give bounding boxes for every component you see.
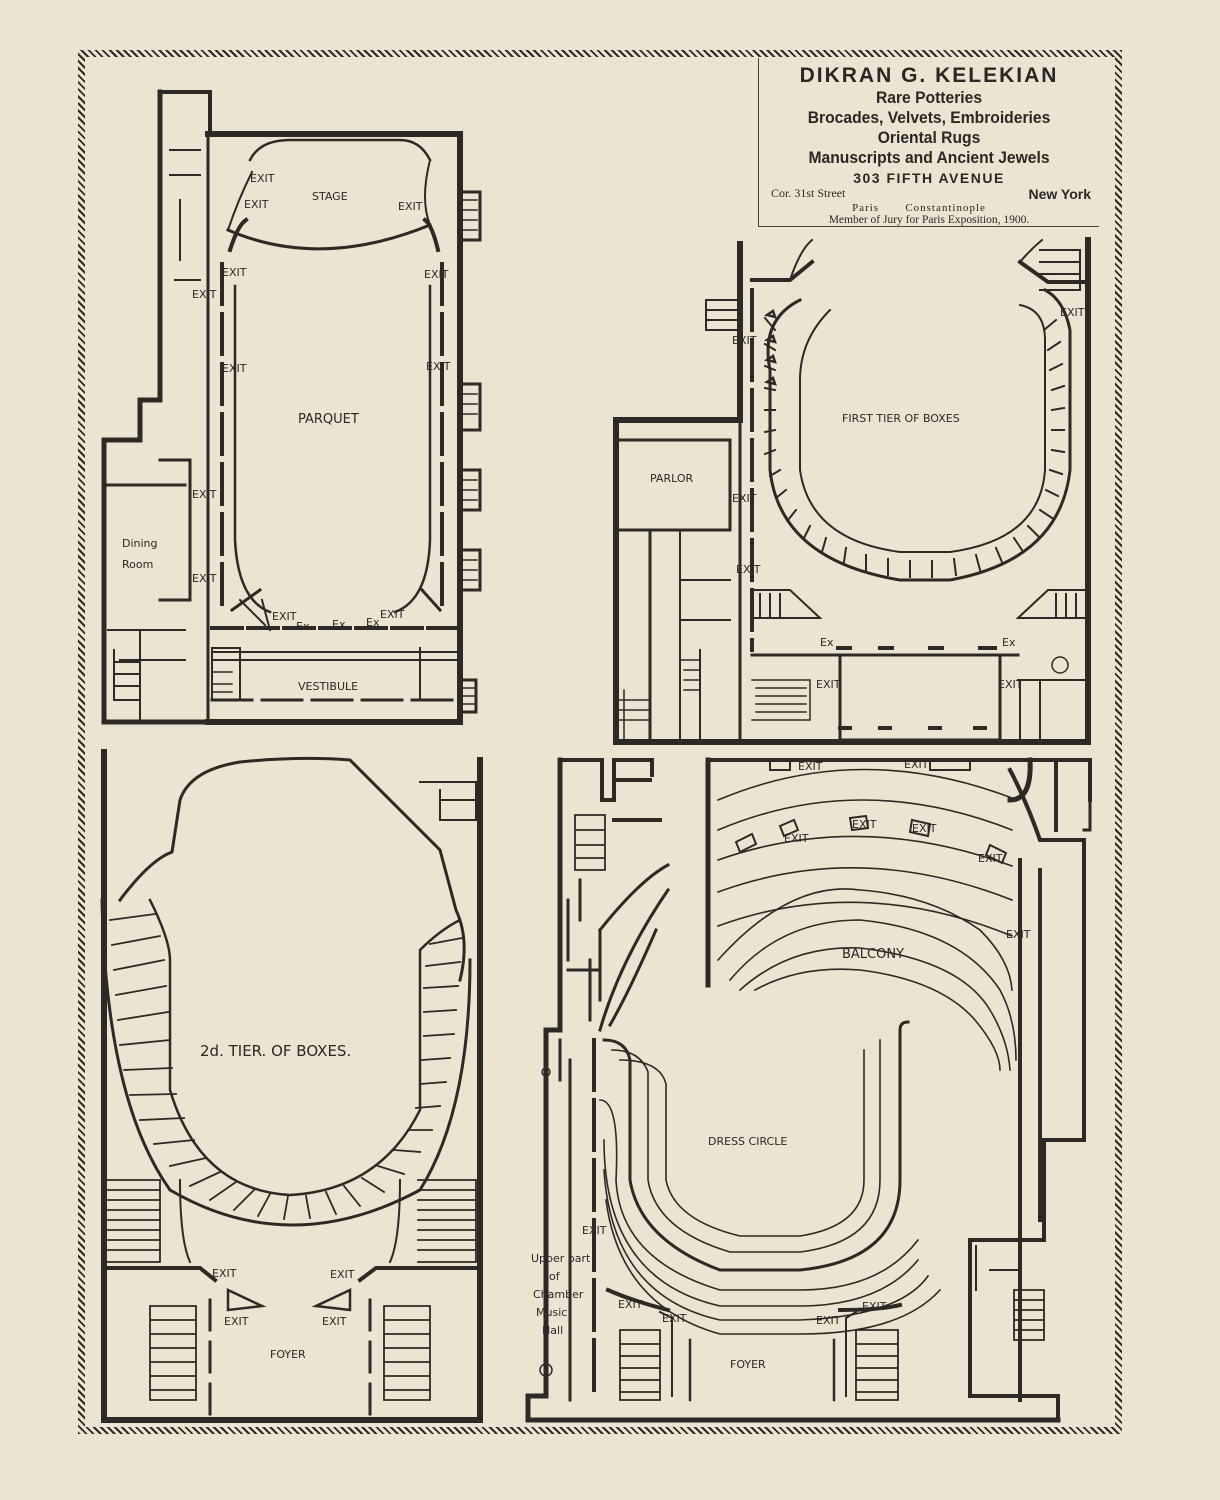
label-first-tier: FIRST TIER OF BOXES: [842, 412, 960, 425]
label-parlor: PARLOR: [650, 472, 693, 485]
label-exit: EXIT: [212, 1267, 237, 1280]
label-parquet: PARQUET: [298, 412, 359, 427]
label-exit: EXIT: [998, 678, 1023, 691]
label-exit: EXIT: [330, 1268, 355, 1281]
label-exit: EXIT: [816, 678, 841, 691]
ad-line-3: Oriental Rugs: [877, 128, 981, 147]
ad-line-2: Brocades, Velvets, Embroideries: [807, 108, 1051, 127]
label-exit: EXIT: [732, 492, 757, 505]
label-exit: EXIT: [662, 1312, 687, 1325]
label-ex: Ex: [820, 636, 834, 649]
label-chamber-1: Upper part: [531, 1252, 591, 1265]
label-foyer: FOYER: [270, 1348, 306, 1361]
plan-labels: EXIT EXIT EXIT STAGE EXIT EXIT EXIT EXIT…: [122, 172, 1085, 1371]
label-exit: EXIT: [852, 818, 877, 831]
label-stage: STAGE: [312, 190, 348, 203]
ad-corner-row: Cor. 31st Street New York: [759, 186, 1099, 202]
label-chamber-4: Music: [536, 1306, 567, 1319]
label-exit: EXIT: [222, 362, 247, 375]
label-second-tier: 2d. TIER. OF BOXES.: [200, 1042, 351, 1060]
ad-line-4: Manuscripts and Ancient Jewels: [808, 148, 1050, 167]
parquet-plan: [101, 89, 482, 725]
second-tier-plan: [100, 749, 483, 1423]
label-exit: EXIT: [904, 758, 929, 771]
label-exit: EXIT: [222, 266, 247, 279]
label-exit: EXIT: [244, 198, 269, 211]
label-exit: EXIT: [736, 563, 761, 576]
label-exit: EXIT: [784, 832, 809, 845]
label-exit: EXIT: [322, 1315, 347, 1328]
label-exit: EXIT: [192, 288, 217, 301]
ad-city: New York: [1028, 186, 1091, 202]
label-foyer: FOYER: [730, 1358, 766, 1371]
label-exit: EXIT: [192, 572, 217, 585]
label-chamber-5: Hall: [542, 1324, 563, 1337]
label-exit: EXIT: [618, 1298, 643, 1311]
label-dining-2: Room: [122, 558, 153, 571]
label-exit: EXIT: [272, 610, 297, 623]
label-exit: EXIT: [816, 1314, 841, 1327]
first-tier-plan: [613, 237, 1091, 745]
ad-jury-note: Member of Jury for Paris Exposition, 190…: [828, 214, 1030, 226]
ad-branch-paris: Paris: [852, 202, 880, 214]
ad-address: 303 FIFTH AVENUE: [853, 170, 1005, 186]
label-chamber-3: Chamber: [533, 1288, 584, 1301]
label-exit: EXIT: [424, 268, 449, 281]
label-balcony: BALCONY: [842, 947, 904, 962]
balcony-dress-circle-plan: [525, 757, 1092, 1423]
label-ex: Ex: [332, 618, 346, 631]
label-vestibule: VESTIBULE: [298, 680, 358, 693]
ad-branches: Paris Constantinople: [739, 202, 1099, 214]
ad-corner: Cor. 31st Street: [771, 186, 846, 200]
label-chamber-2: of: [549, 1270, 561, 1283]
label-exit: EXIT: [732, 334, 757, 347]
label-ex: Ex: [1002, 636, 1016, 649]
label-exit: EXIT: [798, 760, 823, 773]
label-exit: EXIT: [978, 852, 1003, 865]
label-exit: EXIT: [398, 200, 423, 213]
advertisement-box: DIKRAN G. KELEKIAN Rare Potteries Brocad…: [758, 58, 1099, 227]
label-exit: EXIT: [582, 1224, 607, 1237]
label-exit: EXIT: [1060, 306, 1085, 319]
label-exit: EXIT: [250, 172, 275, 185]
label-exit: EXIT: [1006, 928, 1031, 941]
label-exit: EXIT: [380, 608, 405, 621]
label-exit: EXIT: [192, 488, 217, 501]
label-exit: EXIT: [224, 1315, 249, 1328]
label-exit: EXIT: [862, 1300, 887, 1313]
ad-name: DIKRAN G. KELEKIAN: [799, 64, 1059, 87]
label-exit: EXIT: [912, 822, 937, 835]
ad-line-1: Rare Potteries: [875, 88, 983, 107]
label-dress-circle: DRESS CIRCLE: [708, 1135, 787, 1148]
label-exit: EXIT: [426, 360, 451, 373]
label-ex: Ex: [366, 616, 380, 629]
label-ex: Ex: [296, 620, 310, 633]
label-dining-1: Dining: [122, 537, 158, 550]
ad-branch-constantinople: Constantinople: [905, 202, 986, 214]
